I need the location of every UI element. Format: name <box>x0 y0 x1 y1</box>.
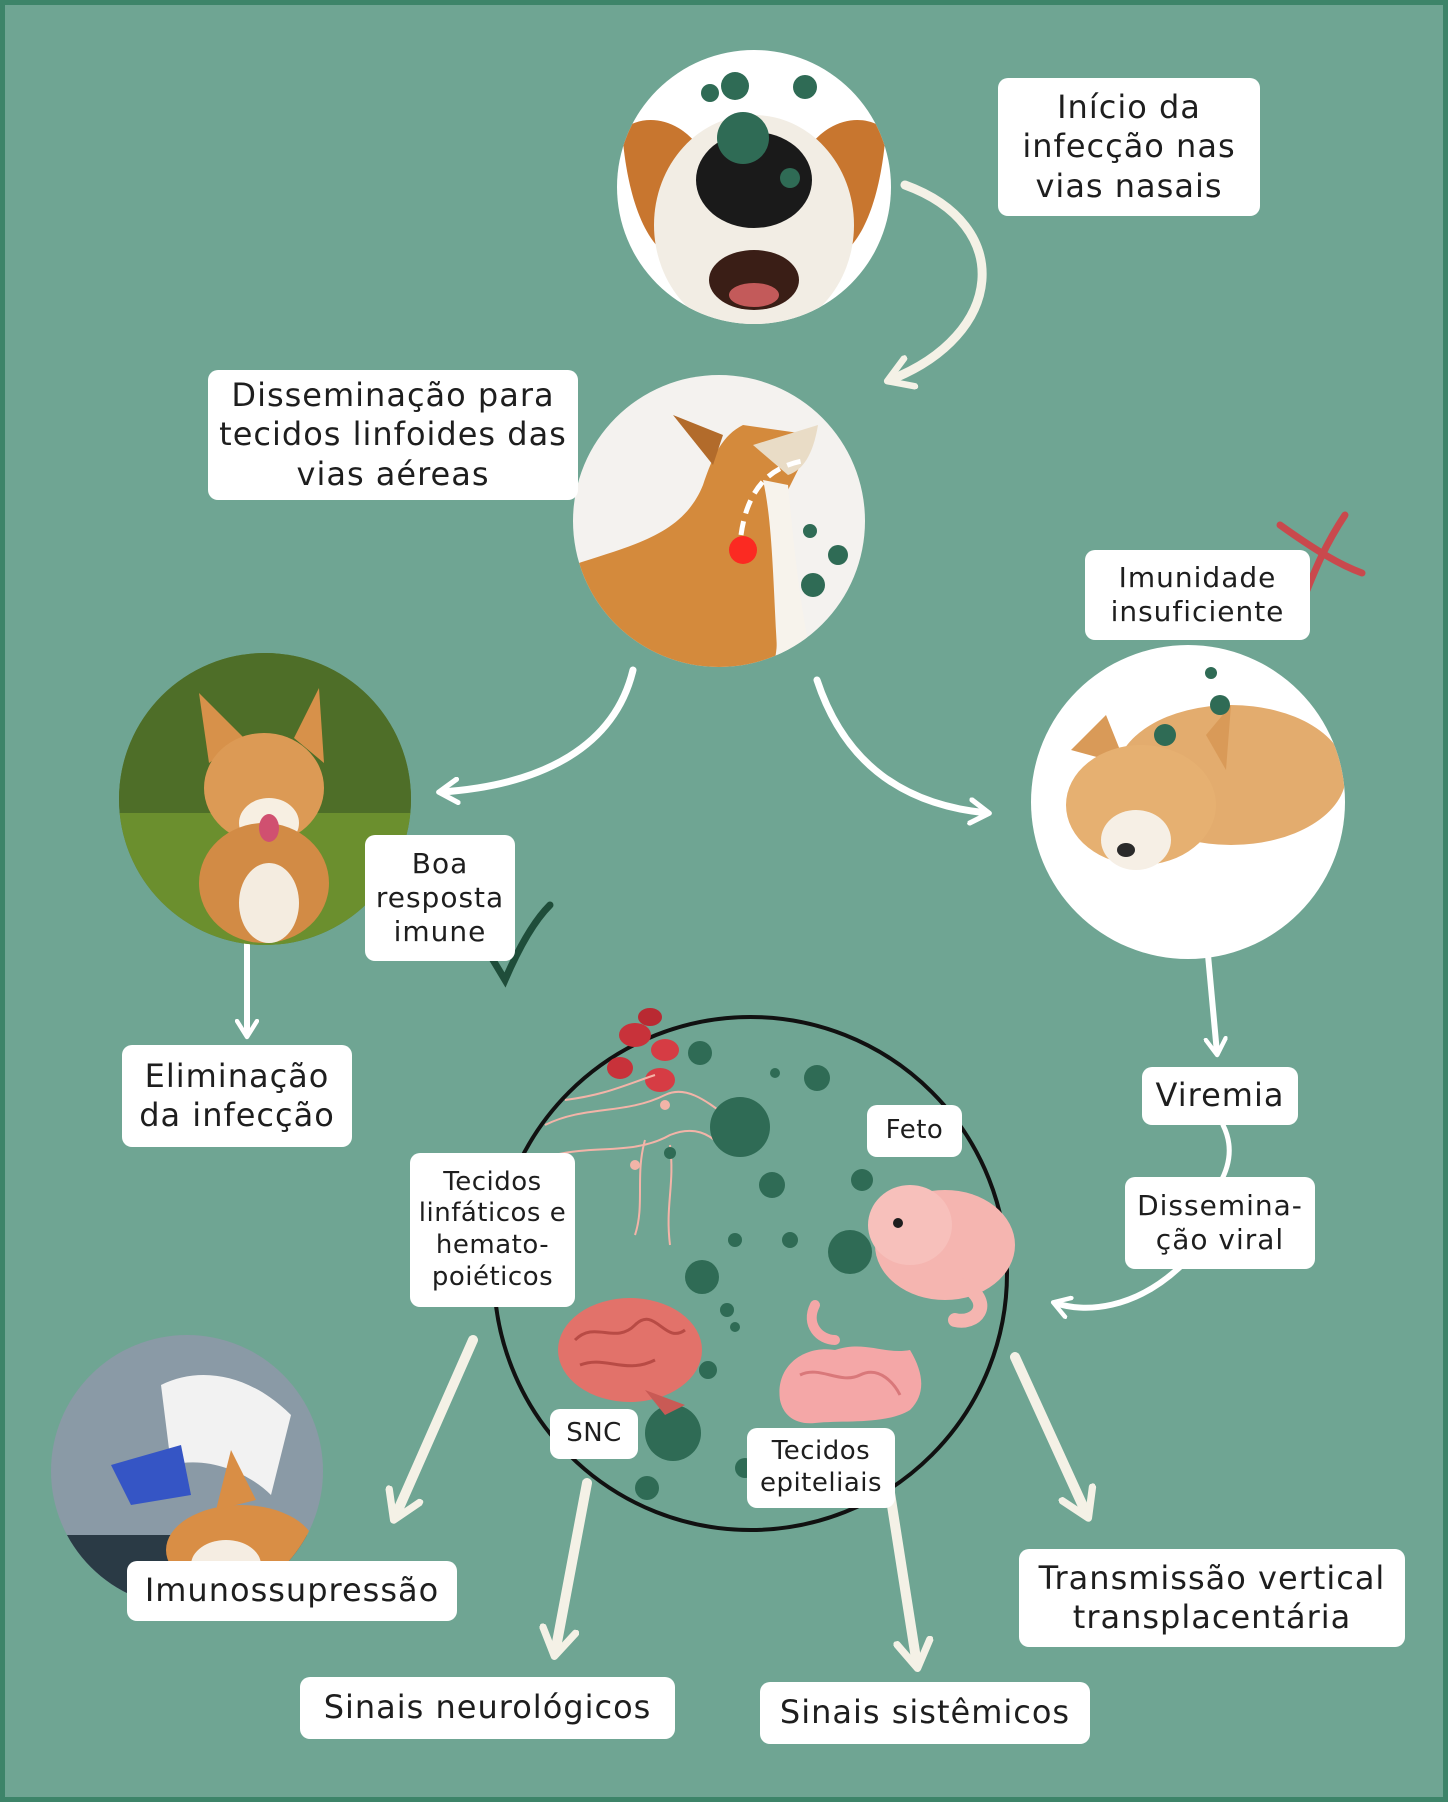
brain-icon <box>558 1298 702 1415</box>
label-tecidos-epiteliais: Tecidos epiteliais <box>747 1428 895 1508</box>
label-feto: Feto <box>867 1105 962 1157</box>
label-sinais-sistemicos: Sinais sistêmicos <box>760 1682 1090 1744</box>
label-eliminacao: Eliminação da infecção <box>122 1045 352 1147</box>
label-transmissao-vertical: Transmissão vertical transplacentária <box>1019 1549 1405 1647</box>
fetus-icon <box>868 1185 1015 1321</box>
label-imunidade-insuficiente: Imunidade insuficiente <box>1085 550 1310 640</box>
label-inicio-infeccao: Início da infecção nas vias nasais <box>998 78 1260 216</box>
label-disseminacao-viral: Dissemina- ção viral <box>1125 1177 1315 1269</box>
label-viremia: Viremia <box>1142 1067 1298 1125</box>
label-disseminacao-linfoides: Disseminação para tecidos linfoides das … <box>208 370 578 500</box>
label-boa-resposta: Boa resposta imune <box>365 835 515 961</box>
label-imunossupressao: Imunossupressão <box>127 1561 457 1621</box>
label-tecidos-linfaticos: Tecidos linfáticos e hemato- poiéticos <box>410 1153 575 1307</box>
organ-illustrations <box>5 5 1443 1797</box>
intestine-icon <box>779 1305 921 1423</box>
label-snc: SNC <box>550 1409 638 1459</box>
label-sinais-neurologicos: Sinais neurológicos <box>300 1677 675 1739</box>
diagram-canvas: Início da infecção nas vias nasais Disse… <box>5 5 1443 1797</box>
